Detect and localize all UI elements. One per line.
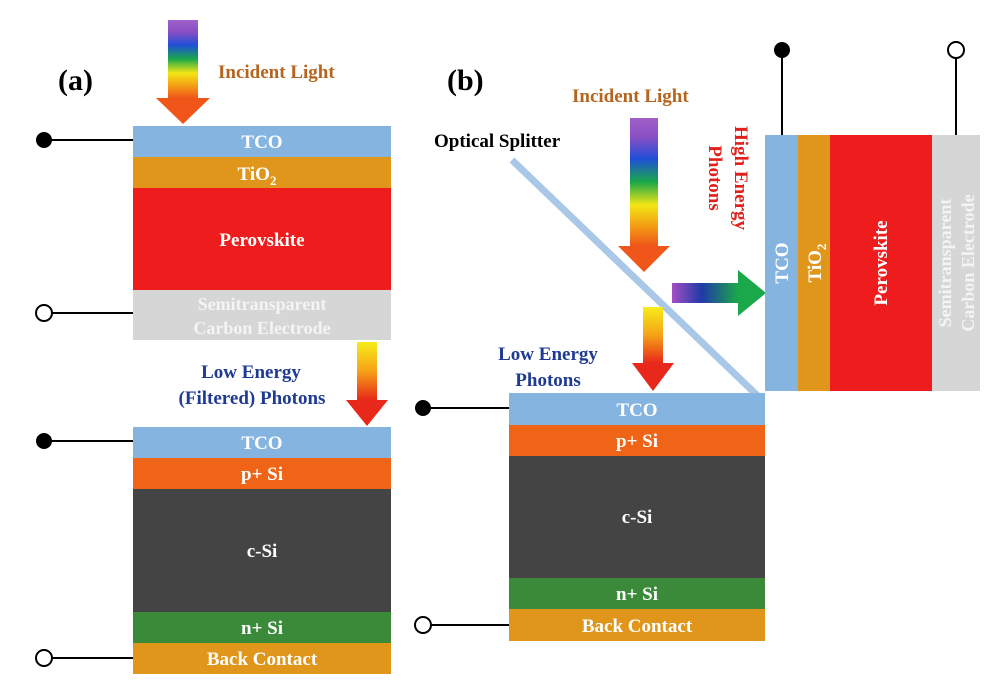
perovskite-label: Perovskite <box>871 220 892 305</box>
tco-label: TCO <box>616 400 657 421</box>
n-si-layer <box>509 578 765 609</box>
low-energy-arrow-b <box>632 307 674 391</box>
electrode-label-2: Carbon Electrode <box>958 194 978 331</box>
high-energy-label-2: Photons <box>704 145 725 210</box>
tio2-label: TiO2 <box>805 244 829 283</box>
terminal-wires-a-bottom <box>35 433 133 667</box>
electrode-layer <box>133 290 391 340</box>
n-si-label: n+ Si <box>616 584 658 605</box>
tco-label: TCO <box>772 242 793 283</box>
p-si-layer <box>509 425 765 456</box>
electrode-label-1: Semitransparent <box>935 199 955 328</box>
tio2-layer <box>798 135 830 391</box>
n-si-layer <box>133 612 391 643</box>
incident-light-label-a: Incident Light <box>218 62 335 83</box>
perovskite-cell-b: TCO TiO2 Perovskite Semitransparent Carb… <box>765 135 980 391</box>
terminal-wires-b-silicon <box>414 400 509 634</box>
back-contact-layer <box>509 609 765 641</box>
tco-label: TCO <box>241 132 282 153</box>
panel-a-label: (a) <box>58 64 93 97</box>
c-si-label: c-Si <box>622 507 653 528</box>
tco-layer <box>765 135 798 391</box>
tco-label: TCO <box>241 433 282 454</box>
low-energy-label-a-1: Low Energy <box>201 362 301 383</box>
high-energy-label-1: High Energy <box>730 126 751 230</box>
n-si-label: n+ Si <box>241 618 283 639</box>
filtered-light-arrow-a <box>346 342 388 426</box>
p-si-label: p+ Si <box>241 464 283 485</box>
low-energy-label-a-2: (Filtered) Photons <box>179 388 326 409</box>
p-si-label: p+ Si <box>616 431 658 452</box>
incident-light-arrow-a <box>156 20 210 124</box>
negative-terminal-icon <box>414 616 432 634</box>
c-si-label: c-Si <box>247 541 278 562</box>
tco-layer <box>509 393 765 425</box>
back-contact-layer <box>133 643 391 674</box>
perovskite-label: Perovskite <box>219 230 304 251</box>
negative-terminal-icon <box>35 649 53 667</box>
silicon-cell-b: TCO p+ Si c-Si n+ Si Back Contact <box>509 393 765 641</box>
perovskite-layer <box>830 135 932 391</box>
perovskite-cell-a: TCO TiO2 Perovskite Semitransparent Carb… <box>133 126 391 340</box>
low-energy-label-b-1: Low Energy <box>498 344 598 365</box>
low-energy-label-b-2: Photons <box>515 370 580 391</box>
incident-light-label-b: Incident Light <box>572 86 689 107</box>
high-energy-label: High Energy Photons <box>704 126 751 230</box>
positive-terminal-icon <box>774 42 790 58</box>
electrode-label-1: Semitransparent <box>198 294 327 314</box>
back-contact-label: Back Contact <box>207 649 318 670</box>
p-si-layer <box>133 458 391 489</box>
electrode-label-2: Carbon Electrode <box>193 318 330 338</box>
panel-b-label: (b) <box>447 64 484 97</box>
tio2-layer <box>133 157 391 188</box>
positive-terminal-icon <box>36 132 52 148</box>
electrode-layer <box>932 135 980 391</box>
tio2-label: TiO2 <box>238 164 277 188</box>
incident-light-arrow-b <box>618 118 670 272</box>
c-si-layer <box>509 456 765 578</box>
back-contact-label: Back Contact <box>582 616 693 637</box>
positive-terminal-icon <box>415 400 431 416</box>
tco-layer <box>133 126 391 157</box>
terminal-wires-a-top <box>35 132 133 322</box>
optical-splitter-label: Optical Splitter <box>434 131 561 152</box>
perovskite-layer <box>133 188 391 290</box>
negative-terminal-icon <box>35 304 53 322</box>
optical-splitter <box>509 157 765 403</box>
negative-terminal-icon <box>947 41 965 59</box>
tco-layer <box>133 427 391 458</box>
high-energy-arrow <box>672 270 766 316</box>
positive-terminal-icon <box>36 433 52 449</box>
terminal-wires-b-perovskite <box>774 41 965 135</box>
silicon-cell-a: TCO p+ Si c-Si n+ Si Back Contact <box>133 427 391 674</box>
c-si-layer <box>133 489 391 612</box>
